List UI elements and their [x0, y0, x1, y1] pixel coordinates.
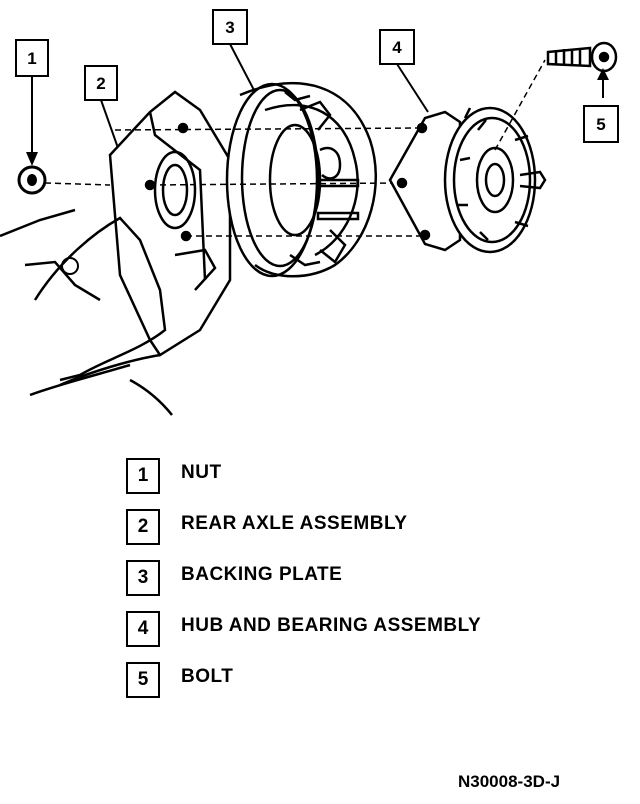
callout-1: 1: [15, 39, 49, 166]
legend-label: NUT: [181, 462, 222, 483]
legend-label: BACKING PLATE: [181, 564, 343, 585]
legend-number: 4: [126, 611, 160, 647]
exploded-view-diagram: 1 2 3: [0, 9, 619, 416]
callout-3: 3: [212, 9, 256, 93]
legend-label: REAR AXLE ASSEMBLY: [181, 513, 408, 534]
legend-number: 5: [126, 662, 160, 698]
nut-part: [17, 165, 111, 195]
svg-text:4: 4: [392, 38, 402, 57]
callout-5: 5: [583, 68, 619, 143]
legend-number: 1: [126, 458, 160, 494]
callout-4: 4: [379, 29, 429, 113]
callout-2: 2: [84, 65, 119, 149]
hub-bearing-assembly: [388, 106, 547, 254]
alignment-lines: [114, 127, 421, 237]
svg-text:2: 2: [96, 74, 105, 93]
backing-plate: [225, 82, 377, 278]
legend-label: BOLT: [181, 666, 234, 687]
bolt-alignment-line: [494, 59, 546, 151]
legend-number: 3: [126, 560, 160, 596]
rear-axle-assembly: [0, 90, 232, 416]
legend-label: HUB AND BEARING ASSEMBLY: [181, 615, 482, 636]
bolt-part: [546, 41, 618, 73]
svg-text:1: 1: [27, 49, 36, 68]
figure-code: N30008-3D-J: [458, 772, 561, 791]
svg-text:5: 5: [596, 115, 605, 134]
legend-number: 2: [126, 509, 160, 545]
svg-text:3: 3: [225, 18, 234, 37]
